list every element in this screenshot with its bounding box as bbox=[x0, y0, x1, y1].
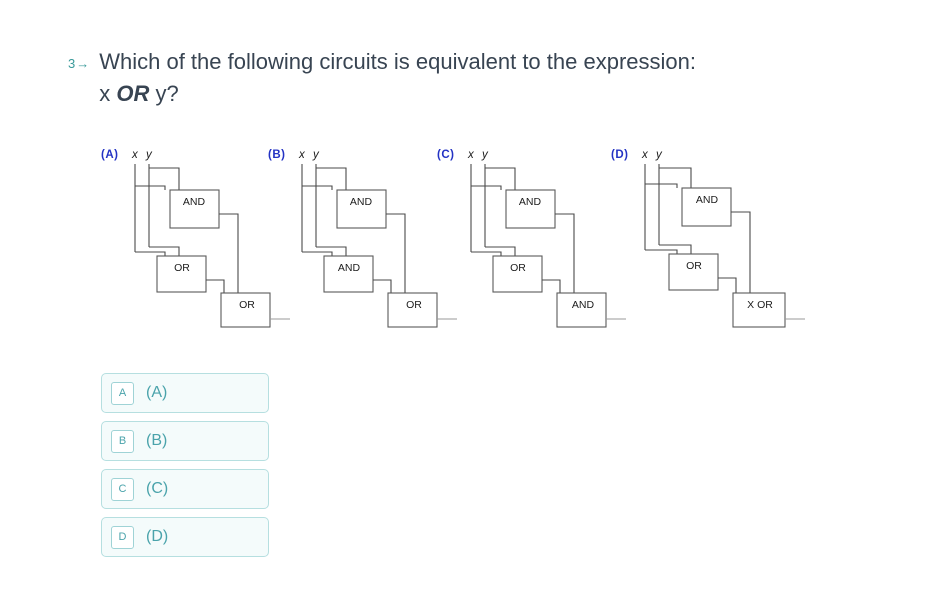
circuit-b-input-x-label: x bbox=[299, 149, 305, 161]
circuit-d-gate-and-label: AND bbox=[696, 194, 719, 206]
expression-operand-x: x bbox=[99, 81, 117, 106]
circuit-c-svg: AND OR AND bbox=[470, 164, 626, 328]
answer-option-c[interactable]: C (C) bbox=[101, 469, 269, 509]
circuit-b-label: (B) bbox=[268, 149, 286, 161]
question-line-2: x OR y? bbox=[99, 78, 696, 110]
circuit-option-d: (D) x y AND OR X OR bbox=[611, 142, 811, 342]
expression-operator: OR bbox=[116, 81, 150, 106]
circuit-c-gate-final-label: AND bbox=[572, 299, 595, 311]
question-arrow-icon: → bbox=[76, 56, 91, 71]
circuit-a-gate-and-box bbox=[169, 189, 220, 229]
circuit-d-label: (D) bbox=[611, 149, 629, 161]
expression-operand-y: y? bbox=[149, 81, 179, 106]
circuit-b-gate-final-box bbox=[387, 292, 438, 328]
answer-option-b[interactable]: B (B) bbox=[101, 421, 269, 461]
answer-option-d-shortcut-badge: D bbox=[111, 525, 134, 549]
circuit-c-label: (C) bbox=[437, 149, 455, 161]
answer-option-d[interactable]: D (D) bbox=[101, 517, 269, 557]
circuit-d-gate-or-box bbox=[668, 253, 719, 291]
circuit-b-input-y-label: y bbox=[313, 149, 319, 161]
circuit-b-gate-and2-label: AND bbox=[338, 262, 361, 274]
circuit-c-gate-or-box bbox=[492, 255, 543, 293]
circuit-a-input-x-label: x bbox=[132, 149, 138, 161]
circuit-d-gate-and-box bbox=[681, 187, 732, 227]
circuit-d-input-x-label: x bbox=[642, 149, 648, 161]
answer-options-list: A (A) B (B) C (C) D (D) bbox=[101, 373, 271, 565]
answer-option-a-label: (A) bbox=[146, 384, 168, 401]
circuit-option-c: (C) x y AND OR AND bbox=[437, 142, 637, 342]
answer-option-a-shortcut-badge: A bbox=[111, 381, 134, 405]
circuit-b-gate-final-label: OR bbox=[406, 299, 422, 311]
answer-option-c-label: (C) bbox=[146, 480, 169, 497]
circuit-d-gate-final-label: X OR bbox=[747, 299, 773, 311]
question-line-1: Which of the following circuits is equiv… bbox=[99, 49, 696, 74]
question-number-value: 3 bbox=[68, 56, 77, 71]
answer-option-b-shortcut-badge: B bbox=[111, 429, 134, 453]
circuit-c-input-y-label: y bbox=[482, 149, 488, 161]
circuit-d-svg: AND OR X OR bbox=[644, 164, 805, 328]
circuit-a-input-y-label: y bbox=[146, 149, 152, 161]
circuit-d-gate-final-box bbox=[732, 292, 786, 328]
circuit-option-a: (A) x y AND OR OR bbox=[101, 142, 301, 342]
answer-option-b-label: (B) bbox=[146, 432, 168, 449]
circuit-c-gate-final-box bbox=[556, 292, 607, 328]
circuit-a-label: (A) bbox=[101, 149, 119, 161]
answer-option-a[interactable]: A (A) bbox=[101, 373, 269, 413]
circuit-a-gate-final-label: OR bbox=[239, 299, 255, 311]
circuit-b-gate-and2-box bbox=[323, 255, 374, 293]
question-block: 3→ Which of the following circuits is eq… bbox=[68, 46, 888, 110]
circuit-d-gate-or-label: OR bbox=[686, 260, 702, 272]
circuit-a-gate-and-label: AND bbox=[183, 196, 206, 208]
answer-option-c-shortcut-badge: C bbox=[111, 477, 134, 501]
circuit-a-gate-or-label: OR bbox=[174, 262, 190, 274]
question-row: 3→ Which of the following circuits is eq… bbox=[68, 46, 888, 110]
circuit-c-gate-and-box bbox=[505, 189, 556, 229]
circuit-c-gate-and-label: AND bbox=[519, 196, 542, 208]
circuit-c-gate-or-label: OR bbox=[510, 262, 526, 274]
circuit-a-svg: AND OR OR bbox=[134, 164, 290, 328]
circuit-b-gate-and-label: AND bbox=[350, 196, 373, 208]
circuit-c-input-x-label: x bbox=[468, 149, 474, 161]
page-title: Which of the following circuits is equiv… bbox=[99, 46, 696, 110]
question-number: 3→ bbox=[68, 46, 90, 80]
circuit-a-gate-final-box bbox=[220, 292, 271, 328]
circuit-a-gate-or-box bbox=[156, 255, 207, 293]
circuit-b-svg: AND AND OR bbox=[301, 164, 457, 328]
answer-option-d-label: (D) bbox=[146, 528, 169, 545]
circuit-d-input-y-label: y bbox=[656, 149, 662, 161]
circuit-option-b: (B) x y AND AND OR bbox=[268, 142, 468, 342]
circuit-diagrams-strip: (A) x y AND OR OR bbox=[0, 142, 949, 347]
circuit-b-gate-and-box bbox=[336, 189, 387, 229]
